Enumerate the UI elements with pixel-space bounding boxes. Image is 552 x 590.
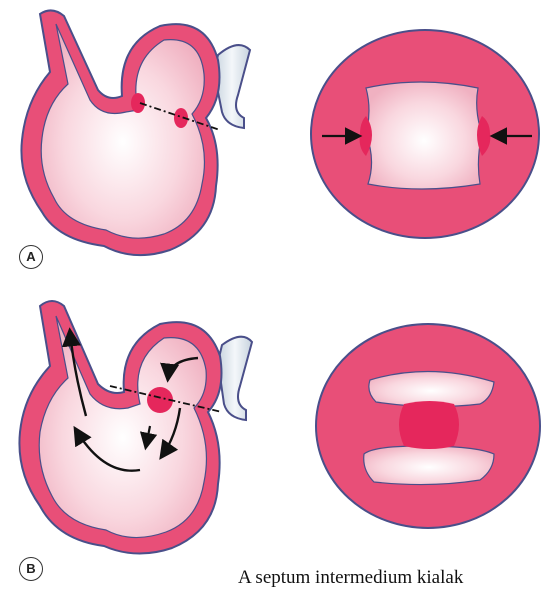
panel-label-a: A: [19, 245, 43, 269]
sinus-venosus-vessel: [218, 337, 252, 420]
panel-b-side-view: [19, 301, 252, 554]
heart-lumen-b: [39, 316, 206, 538]
atrioventricular-canal-a: [366, 82, 482, 189]
panel-a-cross-section: [311, 30, 539, 238]
panel-b-cross-section: [316, 324, 540, 528]
atrioventricular-canal-lower: [364, 446, 494, 485]
figure-caption: A septum intermedium kialak: [238, 566, 552, 590]
septum-intermedium-section: [399, 401, 459, 449]
heart-lumen-a: [41, 24, 204, 238]
panel-label-b: B: [19, 557, 43, 581]
endocardial-cushion-upper: [131, 93, 145, 113]
panel-a-side-view: [21, 10, 250, 255]
